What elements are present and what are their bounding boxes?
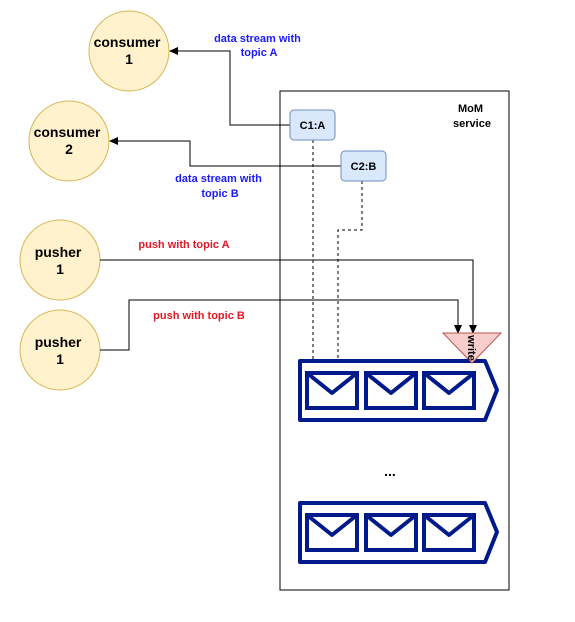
consumer-1-label: consumer 1 (94, 34, 165, 67)
stream-b-arrow (109, 137, 341, 167)
queue-1 (298, 359, 499, 422)
consumer-1-node[interactable]: consumer 1 (88, 10, 170, 92)
envelope-icon (364, 371, 418, 410)
pusher-b-label: pusher 1 (35, 334, 86, 367)
envelope-icon (305, 371, 359, 410)
stream-a-label: data stream with topic A (214, 33, 304, 59)
envelope-icon (305, 513, 359, 552)
subscription-c2-box[interactable]: C2:B (340, 150, 387, 182)
consumer-2-node[interactable]: consumer 2 (28, 100, 110, 182)
write-label: write (465, 334, 477, 361)
push-b-arrow (100, 299, 462, 351)
pusher-a-node[interactable]: pusher 1 (19, 219, 101, 301)
envelope-icon (422, 513, 476, 552)
queue-2 (298, 501, 499, 564)
subscription-c1-box[interactable]: C1:A (289, 109, 336, 141)
subscription-c2-label: C2:B (351, 161, 377, 173)
pusher-b-node[interactable]: pusher 1 (19, 309, 101, 391)
push-b-label: push with topic B (153, 310, 245, 322)
push-a-arrow (100, 259, 477, 334)
write-marker: write (441, 332, 503, 364)
pusher-a-label: pusher 1 (35, 244, 86, 277)
stream-b-label: data stream with topic B (175, 173, 265, 200)
envelope-icon (422, 371, 476, 410)
ellipsis-more-queues: ... (384, 463, 396, 479)
mom-service-label: MoM service (453, 103, 491, 130)
consumer-2-label: consumer 2 (34, 124, 105, 157)
subscription-c1-label: C1:A (300, 120, 326, 132)
stream-a-arrow (169, 47, 290, 126)
envelope-icon (364, 513, 418, 552)
c2-dashed-link (337, 181, 363, 360)
push-a-label: push with topic A (138, 239, 229, 251)
